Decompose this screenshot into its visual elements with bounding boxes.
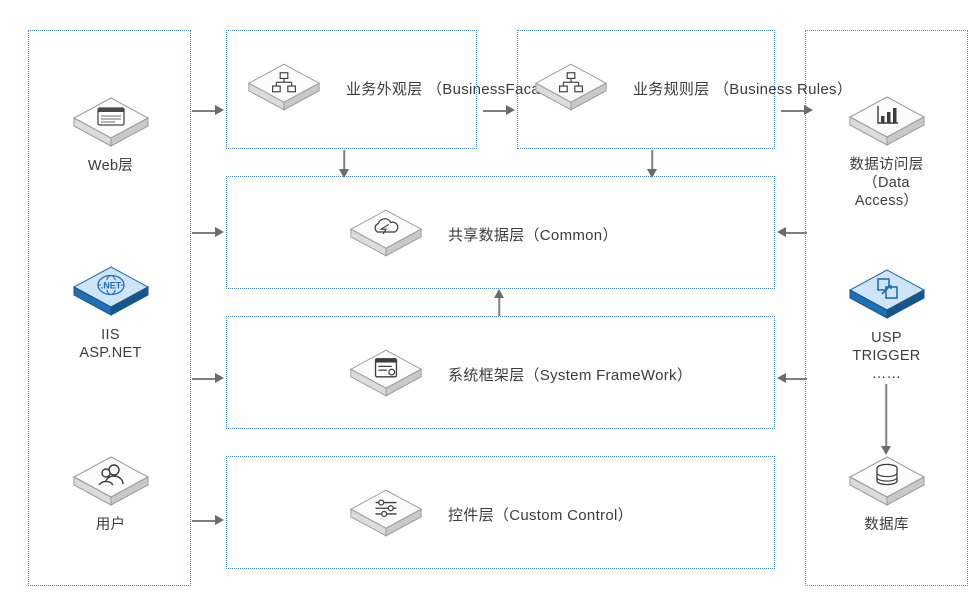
node-database[interactable]: 数据库 xyxy=(834,455,939,534)
cloud-cube-icon xyxy=(348,208,424,263)
node-iis-label: IIS ASP.NET xyxy=(79,327,142,361)
node-user-label: 用户 xyxy=(95,517,126,533)
node-control-label: 控件层（Custom Control） xyxy=(448,506,633,524)
system-framework-zone xyxy=(226,316,775,429)
arrow-framework-to-common xyxy=(493,289,505,316)
node-usp-label: USP TRIGGER …… xyxy=(852,330,921,382)
arrow-web-to-business-facade xyxy=(192,104,224,116)
hierarchy-cube-icon xyxy=(246,62,322,117)
arrow-data-access-to-common xyxy=(777,226,807,238)
arrow-business-facade-to-common xyxy=(338,150,350,178)
dotnet-globe-cube-icon: .NET xyxy=(71,265,151,322)
business-facade-zone xyxy=(226,30,477,149)
window-form-cube-icon xyxy=(348,348,424,403)
node-business-facade[interactable]: 业务外观层 （BusinessFacade） xyxy=(246,62,573,117)
arrow-usp-to-framework xyxy=(777,372,807,384)
node-web-label: Web层 xyxy=(87,158,134,174)
arrow-iis-to-framework xyxy=(192,372,224,384)
node-common-label: 共享数据层（Common） xyxy=(448,226,618,244)
arrow-business-facade-to-rules xyxy=(483,104,515,116)
node-database-label: 数据库 xyxy=(864,517,909,533)
arrow-iis-to-common xyxy=(192,226,224,238)
business-rules-zone xyxy=(517,30,775,149)
node-business-rules[interactable]: 业务规则层 （Business Rules） xyxy=(533,62,852,117)
web-browser-cube-icon xyxy=(71,96,151,153)
right-column-zone xyxy=(805,30,968,586)
node-framework-label: 系统框架层（System FrameWork） xyxy=(448,366,693,384)
node-iis[interactable]: .NET IIS ASP.NET xyxy=(58,265,163,362)
arrow-business-rules-to-common xyxy=(646,150,658,178)
node-framework[interactable]: 系统框架层（System FrameWork） xyxy=(348,348,692,403)
database-cylinder-cube-icon xyxy=(847,455,927,512)
node-common[interactable]: 共享数据层（Common） xyxy=(348,208,618,263)
bar-chart-cube-icon xyxy=(847,95,927,152)
arrow-user-to-control xyxy=(192,514,224,526)
sliders-cube-icon xyxy=(348,488,424,543)
stored-procedure-cube-icon xyxy=(847,268,927,325)
custom-control-zone xyxy=(226,456,775,569)
left-column-zone xyxy=(28,30,191,586)
svg-text:.NET: .NET xyxy=(100,281,121,291)
arrow-rules-to-data-access xyxy=(781,104,813,116)
node-data-access[interactable]: 数据访问层 （Data Access） xyxy=(834,95,939,210)
node-control[interactable]: 控件层（Custom Control） xyxy=(348,488,633,543)
node-business-facade-label: 业务外观层 （BusinessFacade） xyxy=(346,80,573,98)
node-user[interactable]: 用户 xyxy=(58,455,163,534)
common-layer-zone xyxy=(226,176,775,289)
node-usp[interactable]: USP TRIGGER …… xyxy=(834,268,939,383)
arrow-usp-to-database xyxy=(880,384,892,455)
hierarchy-cube-icon xyxy=(533,62,609,117)
user-person-cube-icon xyxy=(71,455,151,512)
node-business-rules-label: 业务规则层 （Business Rules） xyxy=(633,80,853,98)
node-web[interactable]: Web层 xyxy=(58,96,163,175)
node-data-access-label: 数据访问层 （Data Access） xyxy=(849,157,924,209)
